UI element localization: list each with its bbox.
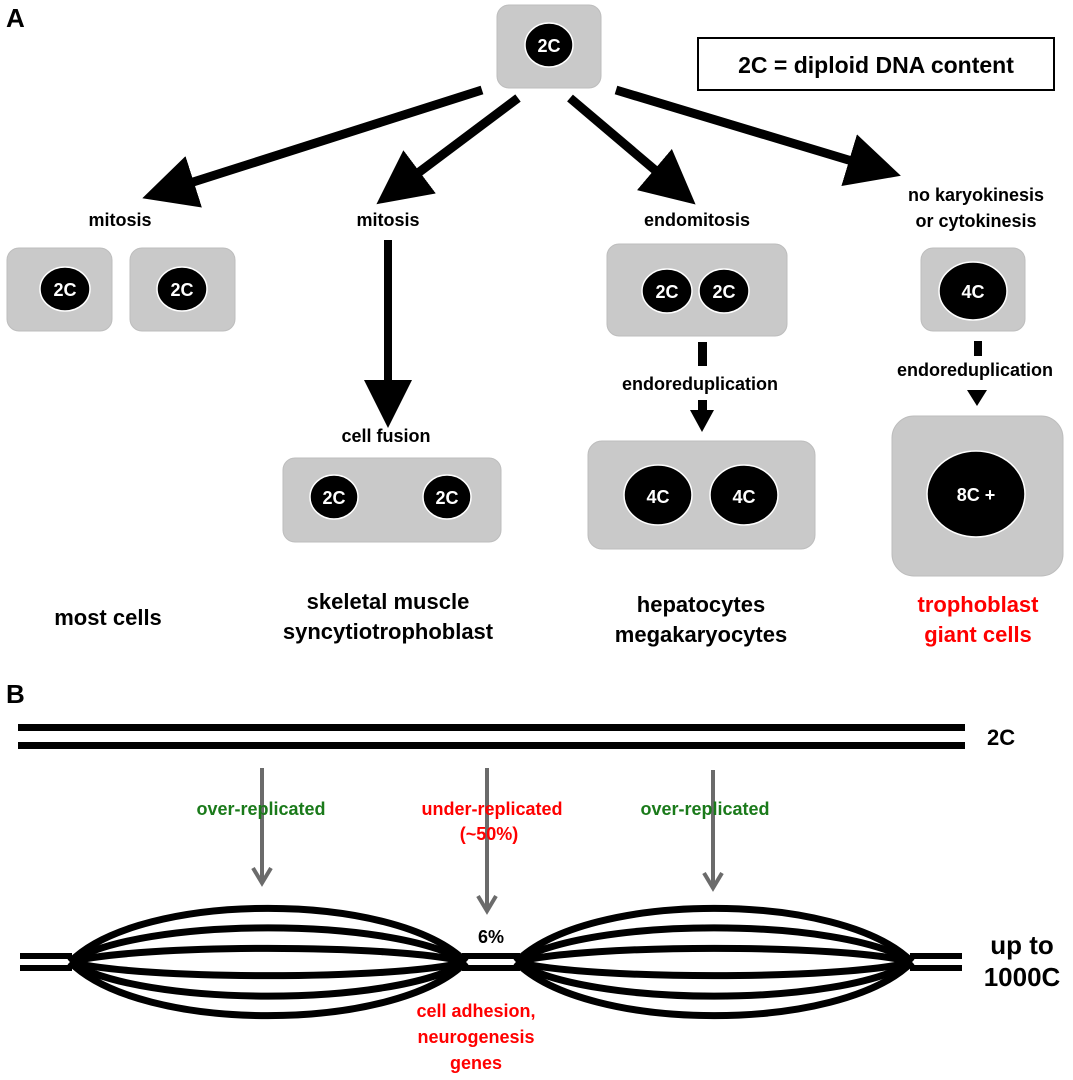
diploid-chromatid-lines — [18, 724, 965, 749]
nucleus-label: 2C — [712, 282, 735, 302]
branch3-cell-type-2: megakaryocytes — [615, 622, 787, 647]
annotation-over-replicated-left: over-replicated — [196, 799, 325, 819]
nucleus-label: 4C — [646, 487, 669, 507]
nucleus-label: 4C — [961, 282, 984, 302]
chromatid-loop — [515, 944, 913, 966]
branch1-cell-b: 2C — [129, 247, 236, 332]
panel-b-label: B — [6, 679, 25, 709]
branch2-process: mitosis — [356, 210, 419, 230]
branch-arrows — [142, 85, 901, 208]
branch2-fused-cell: 2C 2C — [282, 457, 502, 543]
branch4-second-process: endoreduplication — [897, 360, 1053, 380]
branch4-cell-type-1: trophoblast — [918, 592, 1040, 617]
chromatid-segment — [910, 965, 962, 971]
bottom-ploidy-label-2: 1000C — [984, 962, 1061, 992]
arrow-stem — [698, 400, 707, 412]
root-cell: 2C — [496, 4, 602, 89]
chromatid-loop — [514, 959, 914, 1000]
chromatid-loop — [68, 959, 468, 1000]
chromatid-loop — [67, 959, 469, 1020]
gene-label-line-1: cell adhesion, — [416, 1001, 535, 1021]
annotation-over-replicated-right: over-replicated — [640, 799, 769, 819]
chromatid-loop — [69, 958, 467, 980]
branch3-intermediate-cell: 2C 2C — [606, 243, 788, 337]
arrow-to-mitosis-1 — [142, 85, 484, 208]
panel-a-label: A — [6, 3, 25, 33]
chromatid-segment — [910, 953, 962, 959]
gray-arrow-head — [251, 866, 273, 887]
nucleus-label: 2C — [435, 488, 458, 508]
arrow-stem — [698, 342, 707, 366]
chromatid-loop — [67, 904, 469, 965]
annotation-under-replicated: under-replicated — [421, 799, 562, 819]
root-nucleus-label: 2C — [537, 36, 560, 56]
chromatid-loop — [515, 958, 913, 980]
nucleus-label: 2C — [53, 280, 76, 300]
gray-arrows — [251, 768, 724, 915]
branch1-cell-a: 2C — [6, 247, 113, 332]
branch2-second-process: cell fusion — [341, 426, 430, 446]
arrow-to-mitosis-2 — [376, 94, 521, 205]
chromatid-segment — [20, 965, 72, 971]
branch3-cell-type-1: hepatocytes — [637, 592, 765, 617]
gray-arrow-head — [702, 871, 724, 892]
chromatid-loop — [513, 904, 915, 965]
arrow-to-endomitosis — [567, 94, 696, 205]
branch3-process: endomitosis — [644, 210, 750, 230]
gene-label-line-3: genes — [450, 1053, 502, 1073]
branch4-intermediate-cell: 4C — [920, 247, 1026, 332]
nucleus-label: 2C — [170, 280, 193, 300]
branch2-cell-type-1: skeletal muscle — [307, 589, 470, 614]
polytene-chromosome — [20, 904, 962, 1020]
branch1-process: mitosis — [88, 210, 151, 230]
branch2-cell-type-2: syncytiotrophoblast — [283, 619, 494, 644]
chromatid-loop — [514, 924, 914, 965]
chromatid-loop — [68, 924, 468, 965]
branch3-second-process: endoreduplication — [622, 374, 778, 394]
arrow-to-no-karyokinesis — [614, 85, 901, 187]
legend-box: 2C = diploid DNA content — [697, 37, 1055, 91]
nucleus-label: 2C — [322, 488, 345, 508]
gap-percent-label: 6% — [478, 927, 504, 947]
annotation-under-replicated-percent: (~50%) — [460, 824, 519, 844]
nucleus-label: 8C + — [957, 485, 996, 505]
arrow-head — [690, 410, 714, 432]
branch4-process-line-2: or cytokinesis — [915, 211, 1036, 231]
chromatid-segment — [462, 953, 520, 959]
gray-arrow-head — [476, 894, 498, 915]
arrow-stem — [974, 341, 982, 356]
chromatid-loop — [513, 959, 915, 1020]
gene-label-line-2: neurogenesis — [417, 1027, 534, 1047]
chromatid-loop — [69, 944, 467, 966]
nucleus-label: 4C — [732, 487, 755, 507]
branch1-cell-type: most cells — [54, 605, 162, 630]
chromatid-segment — [20, 953, 72, 959]
branch4-cell-type-2: giant cells — [924, 622, 1032, 647]
top-ploidy-label: 2C — [987, 725, 1015, 750]
bottom-ploidy-label-1: up to — [990, 930, 1054, 960]
chromatid-segment — [462, 965, 520, 971]
nucleus-label: 2C — [655, 282, 678, 302]
branch4-process-line-1: no karyokinesis — [908, 185, 1044, 205]
arrow-head — [967, 390, 987, 406]
legend-text: 2C = diploid DNA content — [738, 52, 1014, 78]
branch3-final-cell: 4C 4C — [587, 440, 816, 550]
branch4-giant-cell: 8C + — [891, 415, 1064, 577]
